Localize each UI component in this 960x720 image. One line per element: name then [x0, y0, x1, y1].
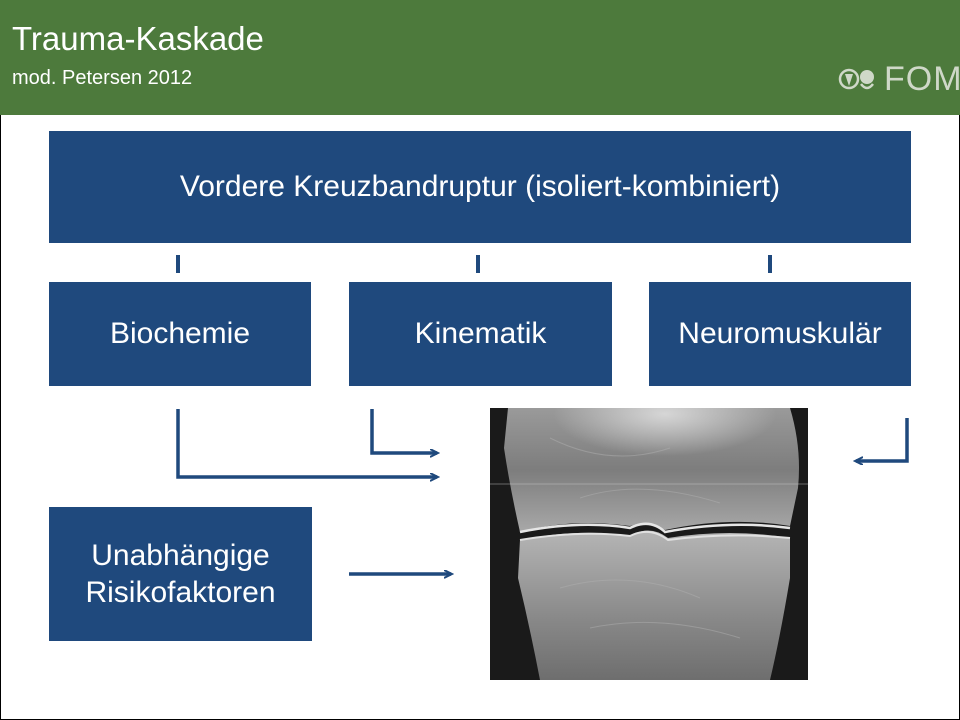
knee-xray-image: [490, 408, 808, 680]
kinematik-arrow: [372, 409, 437, 453]
neuromuskulaer-arrow: [856, 418, 907, 461]
biochemie-arrow: [178, 409, 437, 477]
